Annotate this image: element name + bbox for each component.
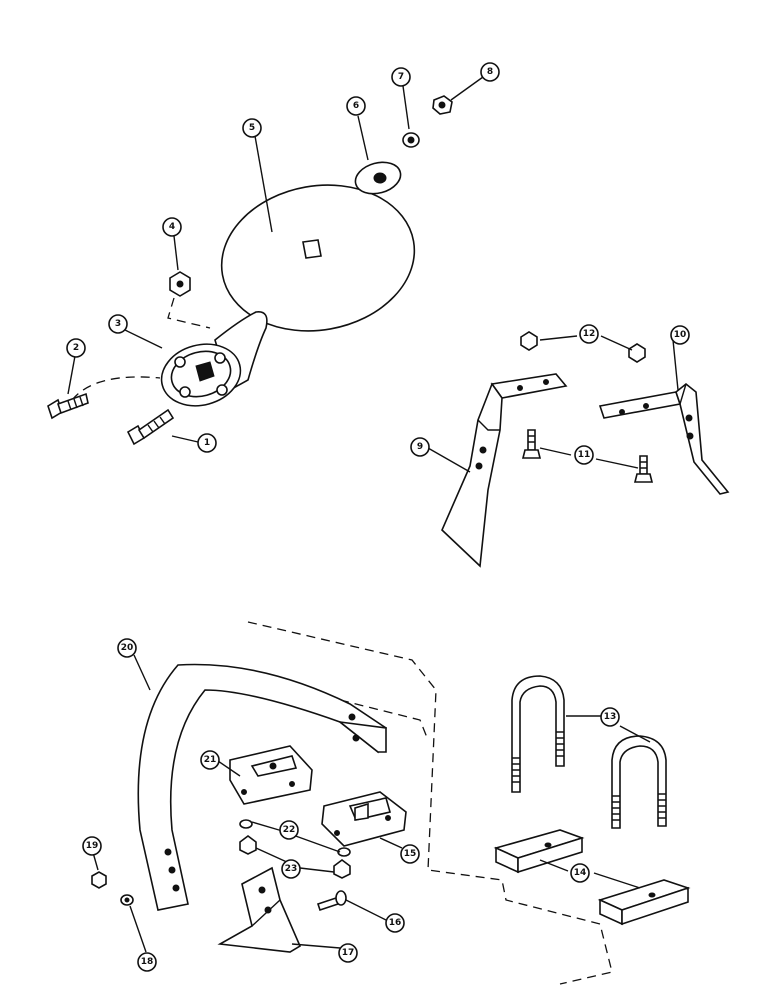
callout-23-label: 23	[285, 864, 298, 874]
callout-15: 15	[400, 844, 420, 864]
standard-nut-left	[520, 331, 538, 351]
callout-11-label: 11	[578, 450, 591, 460]
callout-5-label: 5	[249, 123, 255, 133]
clamp-plate-right	[321, 791, 407, 847]
shank-nut-lower	[333, 859, 351, 879]
disc-washer-hole	[373, 172, 387, 184]
callout-9: 9	[410, 437, 430, 457]
callout-15-label: 15	[404, 849, 417, 859]
callout-6-label: 6	[353, 101, 359, 111]
callout-19: 19	[82, 836, 102, 856]
callouts: 1 2 3 4 5 6 7 8 9 10 11 12 13 14 15 16 1…	[66, 62, 690, 972]
hub-bolt-long	[126, 408, 175, 446]
callout-10-label: 10	[674, 330, 687, 340]
u-bolt-left	[511, 675, 565, 793]
shank-assembly	[91, 621, 691, 985]
sweep-bolt	[316, 890, 347, 912]
hub-bolt-short	[47, 376, 161, 420]
callout-10: 10	[670, 325, 690, 345]
disc-center-slot	[302, 239, 322, 259]
assembly-dash-outline	[247, 621, 613, 985]
callout-18: 18	[137, 952, 157, 972]
u-bolt-right	[611, 735, 667, 829]
callout-18-label: 18	[141, 957, 154, 967]
callout-3-label: 3	[115, 319, 121, 329]
mounting-standards	[427, 331, 730, 568]
standard-nut-right	[628, 343, 646, 363]
sweep-nut	[91, 871, 107, 889]
sweep-washer-hole	[124, 897, 130, 903]
standard-bolt-left	[521, 429, 542, 459]
spacer-block-lower	[597, 879, 691, 926]
callout-16: 16	[385, 913, 405, 933]
callout-6: 6	[346, 96, 366, 116]
callout-20: 20	[117, 638, 137, 658]
callout-4: 4	[162, 217, 182, 237]
callout-2-label: 2	[73, 343, 79, 353]
callout-9-label: 9	[417, 442, 423, 452]
callout-8-label: 8	[487, 67, 493, 77]
callout-5: 5	[242, 118, 262, 138]
callout-7: 7	[391, 67, 411, 87]
disc-hub	[160, 311, 268, 407]
callout-11: 11	[574, 445, 594, 465]
shank	[137, 663, 387, 911]
callout-23: 23	[281, 859, 301, 879]
standard-right	[598, 382, 730, 495]
callout-20-label: 20	[121, 643, 134, 653]
callout-8: 8	[480, 62, 500, 82]
hex-nut-top-hole	[438, 101, 446, 109]
callout-17-label: 17	[342, 948, 355, 958]
nut-to-hub-dash	[167, 297, 211, 329]
callout-19-label: 19	[86, 841, 99, 851]
sweep-blade	[217, 866, 302, 953]
callout-1: 1	[197, 433, 217, 453]
callout-13: 13	[600, 707, 620, 727]
standard-left	[441, 373, 568, 568]
callout-21-label: 21	[204, 755, 217, 765]
callout-3: 3	[108, 314, 128, 334]
callout-12-label: 12	[583, 329, 596, 339]
callout-7-label: 7	[398, 72, 404, 82]
callout-2: 2	[66, 338, 86, 358]
spacer-block-upper	[493, 829, 585, 874]
callout-22: 22	[279, 820, 299, 840]
callout-16-label: 16	[389, 918, 402, 928]
callout-13-label: 13	[604, 712, 617, 722]
callout-1-label: 1	[204, 438, 210, 448]
callout-17: 17	[338, 943, 358, 963]
disc-assembly	[47, 76, 484, 446]
clamp-plate-left	[229, 745, 313, 805]
shank-nut-upper	[239, 835, 257, 855]
callout-22-label: 22	[283, 825, 296, 835]
callout-14-label: 14	[574, 868, 587, 878]
callout-12: 12	[579, 324, 599, 344]
hub-nut-hole	[176, 280, 184, 288]
standard-bolt-right	[633, 455, 654, 483]
callout-14: 14	[570, 863, 590, 883]
lock-washer-hole	[407, 136, 415, 144]
callout-21: 21	[200, 750, 220, 770]
callout-4-label: 4	[169, 222, 175, 232]
shank-washer-upper	[239, 819, 253, 829]
